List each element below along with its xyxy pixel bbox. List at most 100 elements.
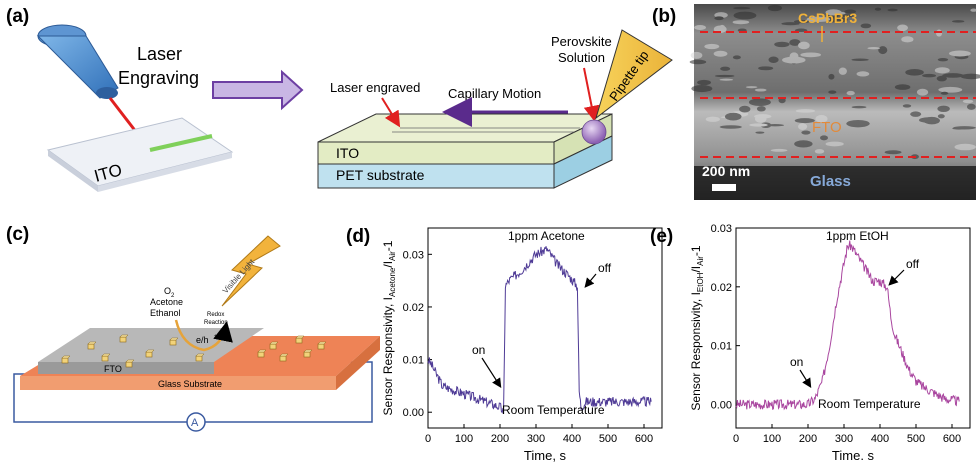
engraved-line — [149, 134, 213, 152]
crystal-cube — [169, 337, 179, 346]
glass-label: Glass — [810, 173, 851, 190]
off-arrow — [888, 269, 905, 286]
crystal-cube — [303, 349, 313, 358]
x-axis-label: Time. s — [832, 448, 875, 462]
ito-layer-label: ITO — [336, 145, 359, 161]
perovskite-label-line1: Perovskite — [551, 34, 612, 49]
glass-substrate-text: Glass Substrate — [158, 379, 222, 389]
crystal-cube — [101, 353, 111, 362]
x-tick-label: 600 — [635, 433, 653, 445]
x-tick-label: 400 — [563, 433, 581, 445]
eh-label: e/h — [196, 335, 209, 345]
laser-engraved-arrow — [381, 97, 401, 128]
o2-label: O — [164, 286, 171, 296]
pipette-tip-icon — [595, 29, 673, 120]
x-tick-label: 200 — [491, 433, 509, 445]
crystal-cube — [125, 359, 135, 368]
crystal-cube — [295, 335, 305, 344]
y-axis-label: Sensor Responsivity, IEtOH/IAir-1 — [689, 245, 705, 411]
lightning-icon — [221, 235, 281, 307]
panel-b-label: (b) — [652, 6, 676, 27]
laser-text-line1: Laser — [137, 44, 182, 64]
scale-bar-label: 200 nm — [702, 163, 750, 179]
x-tick-label: 300 — [527, 433, 545, 445]
annotation-off: off — [906, 257, 920, 271]
fto-text: FTO — [104, 364, 122, 374]
annotation-on: on — [472, 343, 485, 357]
sem-texture — [689, 4, 980, 160]
chart-title: 1ppm EtOH — [826, 229, 889, 243]
eh-superscript: + — [214, 334, 218, 340]
crystal-cube — [119, 334, 129, 343]
panel-c-label: (c) — [6, 224, 29, 245]
perovskite-droplet — [581, 119, 607, 145]
x-tick-label: 500 — [907, 433, 925, 445]
crystal-cube — [269, 341, 279, 350]
x-tick-label: 100 — [763, 433, 781, 445]
laser-engraved-label: Laser engraved — [330, 80, 420, 95]
y-tick-label: 0.02 — [403, 302, 424, 314]
y-tick-label: 0.00 — [711, 399, 732, 411]
laser-head-icon — [36, 24, 119, 99]
condition-label: Room Temperature — [818, 397, 921, 411]
panel-b: (b) CsPbBr3 FTO Glass 200 nm — [652, 4, 980, 200]
crystal-cube — [257, 349, 267, 358]
glass-substrate — [20, 376, 336, 390]
y-tick-label: 0.02 — [711, 282, 732, 294]
ethanol-label: Ethanol — [150, 308, 181, 318]
pet-layer-label: PET substrate — [336, 167, 425, 183]
panel-label: (d) — [346, 226, 370, 247]
o2-subscript: 2 — [171, 293, 175, 299]
crystal-cube — [317, 341, 327, 350]
ito-slide — [46, 117, 234, 192]
y-tick-label: 0.01 — [711, 341, 732, 353]
scale-bar — [712, 184, 736, 191]
crystal-cube — [61, 355, 71, 364]
x-axis-label: Time, s — [524, 448, 567, 462]
y-tick-label: 0.01 — [403, 355, 424, 367]
plot-frame — [735, 227, 971, 429]
x-tick-label: 300 — [835, 433, 853, 445]
perovskite-arrow — [583, 67, 600, 122]
y-tick-label: 0.03 — [711, 223, 732, 235]
plot-frame — [427, 227, 663, 429]
redox-label-line1: Redox — [207, 312, 224, 318]
perovskite-crystals — [61, 334, 327, 368]
annotation-on: on — [790, 355, 803, 369]
panel-c: (c) A FTO Glass Substrate O 2 Acetone Et… — [6, 224, 380, 432]
capillary-label: Capillary Motion — [448, 86, 541, 101]
x-tick-label: 600 — [943, 433, 961, 445]
series-line — [735, 240, 960, 411]
ammeter-icon — [186, 412, 206, 432]
fto-label: FTO — [812, 119, 842, 136]
y-tick-label: 0.03 — [403, 249, 424, 261]
fto-layer — [38, 362, 214, 374]
y-axis-label: Sensor Responsivity, IAcetone/IAir-1 — [381, 240, 397, 415]
redox-label-line2: Reaction — [204, 320, 228, 326]
chart-title: 1ppm Acetone — [508, 229, 585, 243]
panel-label: (e) — [650, 226, 673, 247]
ammeter-label: A — [191, 417, 199, 429]
condition-label: Room Temperature — [502, 403, 605, 417]
panel-a-label: (a) — [6, 6, 29, 27]
crystal-cube — [87, 341, 97, 350]
x-tick-label: 400 — [871, 433, 889, 445]
laser-text-line2: Engraving — [118, 68, 199, 88]
x-tick-label: 200 — [799, 433, 817, 445]
off-arrow — [584, 273, 597, 288]
process-arrow-icon — [212, 69, 304, 111]
crystal-cube — [145, 349, 155, 358]
crystal-cube — [195, 353, 205, 362]
x-tick-label: 0 — [733, 433, 739, 445]
cspbbr3-label: CsPbBr3 — [798, 10, 857, 26]
on-arrow — [799, 369, 812, 389]
redox-curve-arrow — [174, 319, 233, 352]
chart-e: 0 100 200 300 400 500 600 0.00 0.01 0.02 0.03 (e) 1p… — [650, 223, 971, 462]
perovskite-label-line2: Solution — [558, 50, 605, 65]
panel-a: (a) ITO Laser Engraving — [6, 6, 673, 192]
y-tick-label: 0.00 — [403, 407, 424, 419]
annotation-off: off — [598, 261, 612, 275]
series-line — [427, 246, 652, 414]
